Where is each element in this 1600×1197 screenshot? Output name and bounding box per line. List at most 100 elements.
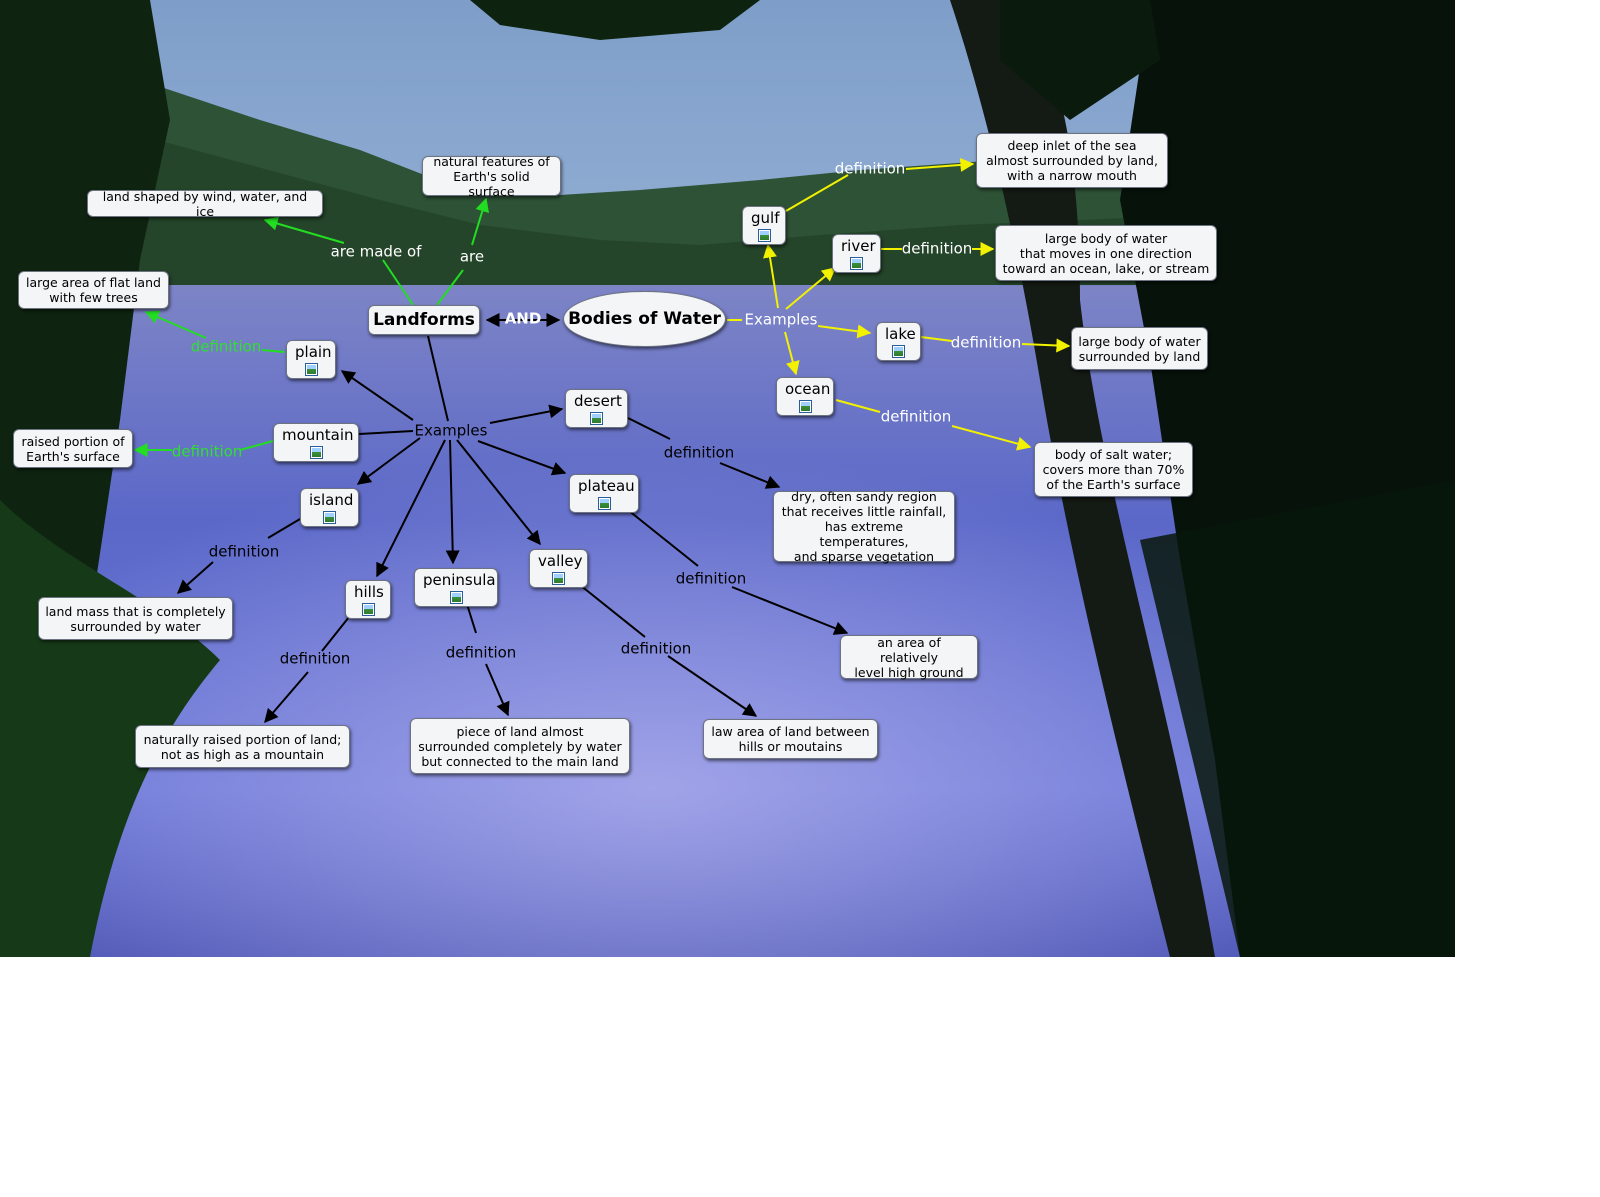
arrow-ex-peninsula xyxy=(445,439,460,565)
arrow-madeof-def xyxy=(263,216,345,244)
arrow-ex-valley xyxy=(456,439,541,546)
concept-island-label: island xyxy=(309,491,354,509)
line-island-def xyxy=(267,518,301,539)
def-river: large body of water that moves in one di… xyxy=(995,225,1217,281)
label-are: are xyxy=(459,247,485,266)
concept-peninsula-label: peninsula xyxy=(423,571,496,589)
concept-lake[interactable]: lake xyxy=(876,322,921,361)
arrow-ex-island xyxy=(356,437,421,485)
label-lake-definition: definition xyxy=(950,333,1022,352)
line-ex-mountain xyxy=(358,430,414,435)
line-landforms-are xyxy=(436,269,464,306)
label-plain-definition: definition xyxy=(190,337,262,356)
concept-valley[interactable]: valley xyxy=(529,549,588,588)
image-icon[interactable] xyxy=(798,400,812,413)
image-icon[interactable] xyxy=(892,345,905,358)
label-are-made-of: are made of xyxy=(330,242,422,261)
def-island: land mass that is completely surrounded … xyxy=(38,597,233,640)
concept-plain-label: plain xyxy=(295,343,332,361)
concept-desert-label: desert xyxy=(574,392,622,410)
label-hills-definition: definition xyxy=(279,649,351,668)
arrow-desert-def xyxy=(719,462,781,489)
image-icon[interactable] xyxy=(449,591,463,604)
image-icon[interactable] xyxy=(309,446,323,459)
concept-landforms[interactable]: Landforms xyxy=(368,305,480,335)
concept-plain[interactable]: plain xyxy=(286,340,336,379)
arrow-ex-river xyxy=(785,267,837,310)
concept-hills[interactable]: hills xyxy=(345,580,391,619)
label-water-examples: Examples xyxy=(744,310,818,329)
def-gulf: deep inlet of the sea almost surrounded … xyxy=(976,133,1168,188)
concept-peninsula[interactable]: peninsula xyxy=(414,568,498,607)
line-landforms-madeof xyxy=(382,259,414,306)
concept-mountain[interactable]: mountain xyxy=(273,423,359,462)
arrow-ex-plateau xyxy=(477,440,567,476)
connection-lines xyxy=(133,157,1071,724)
label-gulf-definition: definition xyxy=(834,159,906,178)
arrow-ex-gulf xyxy=(763,243,779,309)
image-icon[interactable] xyxy=(304,363,318,376)
label-landform-examples: Examples xyxy=(414,421,488,440)
concept-map-canvas: are made of are AND Examples Examples de… xyxy=(0,0,1455,957)
concept-lake-label: lake xyxy=(885,325,916,343)
concept-ocean-label: ocean xyxy=(785,380,831,398)
arrow-lake-def xyxy=(1021,338,1071,353)
image-icon[interactable] xyxy=(590,412,603,425)
concept-bodies-of-water[interactable]: Bodies of Water xyxy=(563,291,726,347)
label-desert-definition: definition xyxy=(663,443,735,462)
line-plateau-def xyxy=(627,509,699,567)
concept-mountain-label: mountain xyxy=(282,426,354,444)
arrow-ex-lake xyxy=(817,324,872,339)
line-gulf-def xyxy=(785,174,849,212)
concept-plateau[interactable]: plateau xyxy=(569,474,639,513)
def-landforms-made-of: land shaped by wind, water, and ice xyxy=(87,189,323,219)
arrow-gulf-def xyxy=(905,157,975,172)
label-island-definition: definition xyxy=(208,542,280,561)
def-landforms-are: natural features of Earth's solid surfac… xyxy=(422,154,561,199)
image-icon[interactable] xyxy=(323,511,336,524)
arrow-plain-def xyxy=(144,310,207,339)
label-ocean-definition: definition xyxy=(880,407,952,426)
concept-island[interactable]: island xyxy=(300,488,359,527)
def-mountain: raised portion of Earth's surface xyxy=(13,429,133,468)
def-plateau: an area of relatively level high ground xyxy=(840,635,978,680)
line-mountain-def xyxy=(239,440,274,451)
concept-river[interactable]: river xyxy=(832,234,881,273)
arrow-are-def xyxy=(471,197,490,246)
def-valley: law area of land between hills or moutai… xyxy=(703,719,878,759)
line-plain-def xyxy=(261,349,286,353)
def-hills: naturally raised portion of land; not as… xyxy=(135,725,350,768)
concept-valley-label: valley xyxy=(538,552,583,570)
image-icon[interactable] xyxy=(361,603,375,616)
line-desert-def xyxy=(627,417,671,440)
arrow-ex-desert xyxy=(489,404,564,424)
concept-desert[interactable]: desert xyxy=(565,389,628,428)
arrow-plateau-def xyxy=(731,586,849,635)
concept-hills-label: hills xyxy=(354,583,384,601)
arrow-island-def xyxy=(176,561,214,594)
label-plateau-definition: definition xyxy=(675,569,747,588)
image-icon[interactable] xyxy=(850,257,863,270)
label-mountain-definition: definition xyxy=(171,442,243,461)
arrow-ocean-def xyxy=(951,425,1032,451)
image-icon[interactable] xyxy=(597,497,611,510)
arrow-valley-def xyxy=(667,655,758,717)
label-valley-definition: definition xyxy=(620,639,692,658)
concept-ocean[interactable]: ocean xyxy=(776,377,834,416)
arrow-hills-def xyxy=(264,671,309,724)
def-desert: dry, often sandy region that receives li… xyxy=(773,489,955,564)
def-ocean: body of salt water; covers more than 70%… xyxy=(1034,442,1193,497)
def-peninsula: piece of land almost surrounded complete… xyxy=(410,718,630,774)
label-and: AND xyxy=(504,309,542,328)
concept-landforms-label: Landforms xyxy=(373,310,475,330)
concept-river-label: river xyxy=(841,237,876,255)
concept-gulf[interactable]: gulf xyxy=(742,206,786,245)
def-lake: large body of water surrounded by land xyxy=(1071,327,1208,370)
line-valley-def xyxy=(579,584,646,638)
arrow-peninsula-def xyxy=(485,663,510,717)
arrow-ex-ocean xyxy=(784,331,800,376)
image-icon[interactable] xyxy=(757,229,771,242)
image-icon[interactable] xyxy=(552,572,565,585)
arrow-ex-plain xyxy=(340,370,414,421)
concept-bodies-of-water-label: Bodies of Water xyxy=(568,309,721,329)
